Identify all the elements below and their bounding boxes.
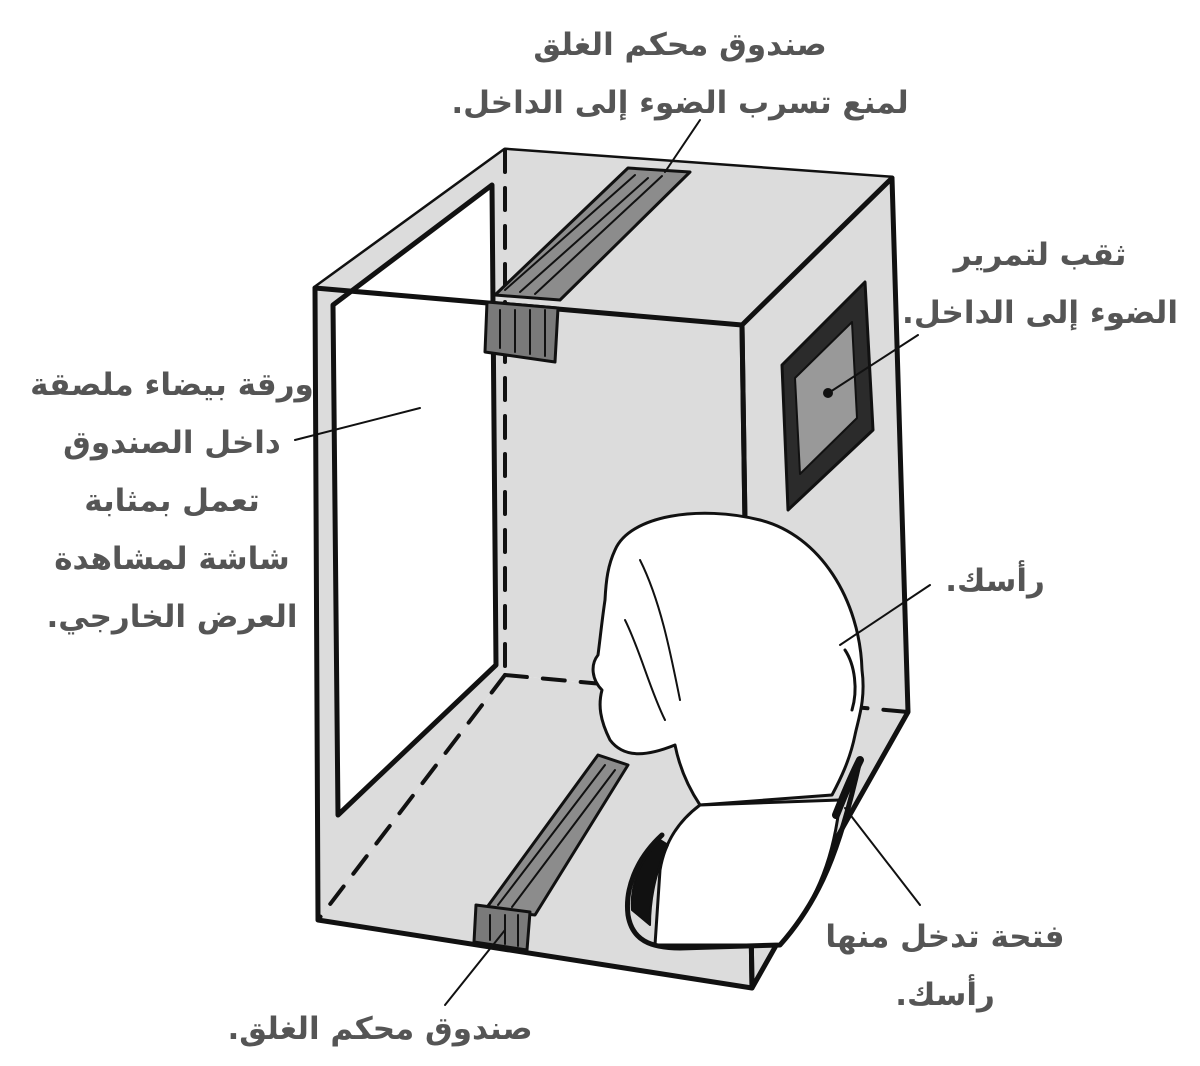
- white-paper-screen: [330, 182, 499, 818]
- hidden-edge-floor-diagonal: [316, 673, 507, 922]
- top-tape-flap: [483, 300, 560, 364]
- label-top-tape: صندوق محكم الغلق لمنع تسرب الضوء إلى الد…: [451, 27, 909, 121]
- leader-head: [839, 584, 931, 646]
- label-opening: فتحة تدخل منها رأسك.: [825, 919, 1065, 1013]
- leader-opening: [844, 807, 921, 906]
- label-pinhole: ثقب لتمرير الضوء إلى الداخل.: [902, 237, 1178, 331]
- pinhole-dot: [823, 388, 833, 398]
- label-head: رأسك.: [945, 563, 1045, 599]
- head-outline: [591, 511, 865, 807]
- box-front-edges: [312, 285, 755, 991]
- pinhole-inner-panel: [794, 321, 858, 475]
- head-opening: [624, 757, 863, 951]
- shoulders-outline: [653, 798, 842, 947]
- leader-hole: [829, 334, 919, 393]
- bottom-tape-flap: [472, 903, 532, 952]
- leader-top-tape: [664, 119, 701, 173]
- top-tape-strip: [493, 166, 692, 302]
- label-paper-screen: ورقة بيضاء ملصقة داخل الصندوق تعمل بمثاب…: [30, 367, 314, 635]
- leader-bottom-tape: [444, 929, 506, 1006]
- label-bottom-tape: صندوق محكم الغلق.: [227, 1011, 533, 1047]
- leader-paper: [294, 407, 421, 441]
